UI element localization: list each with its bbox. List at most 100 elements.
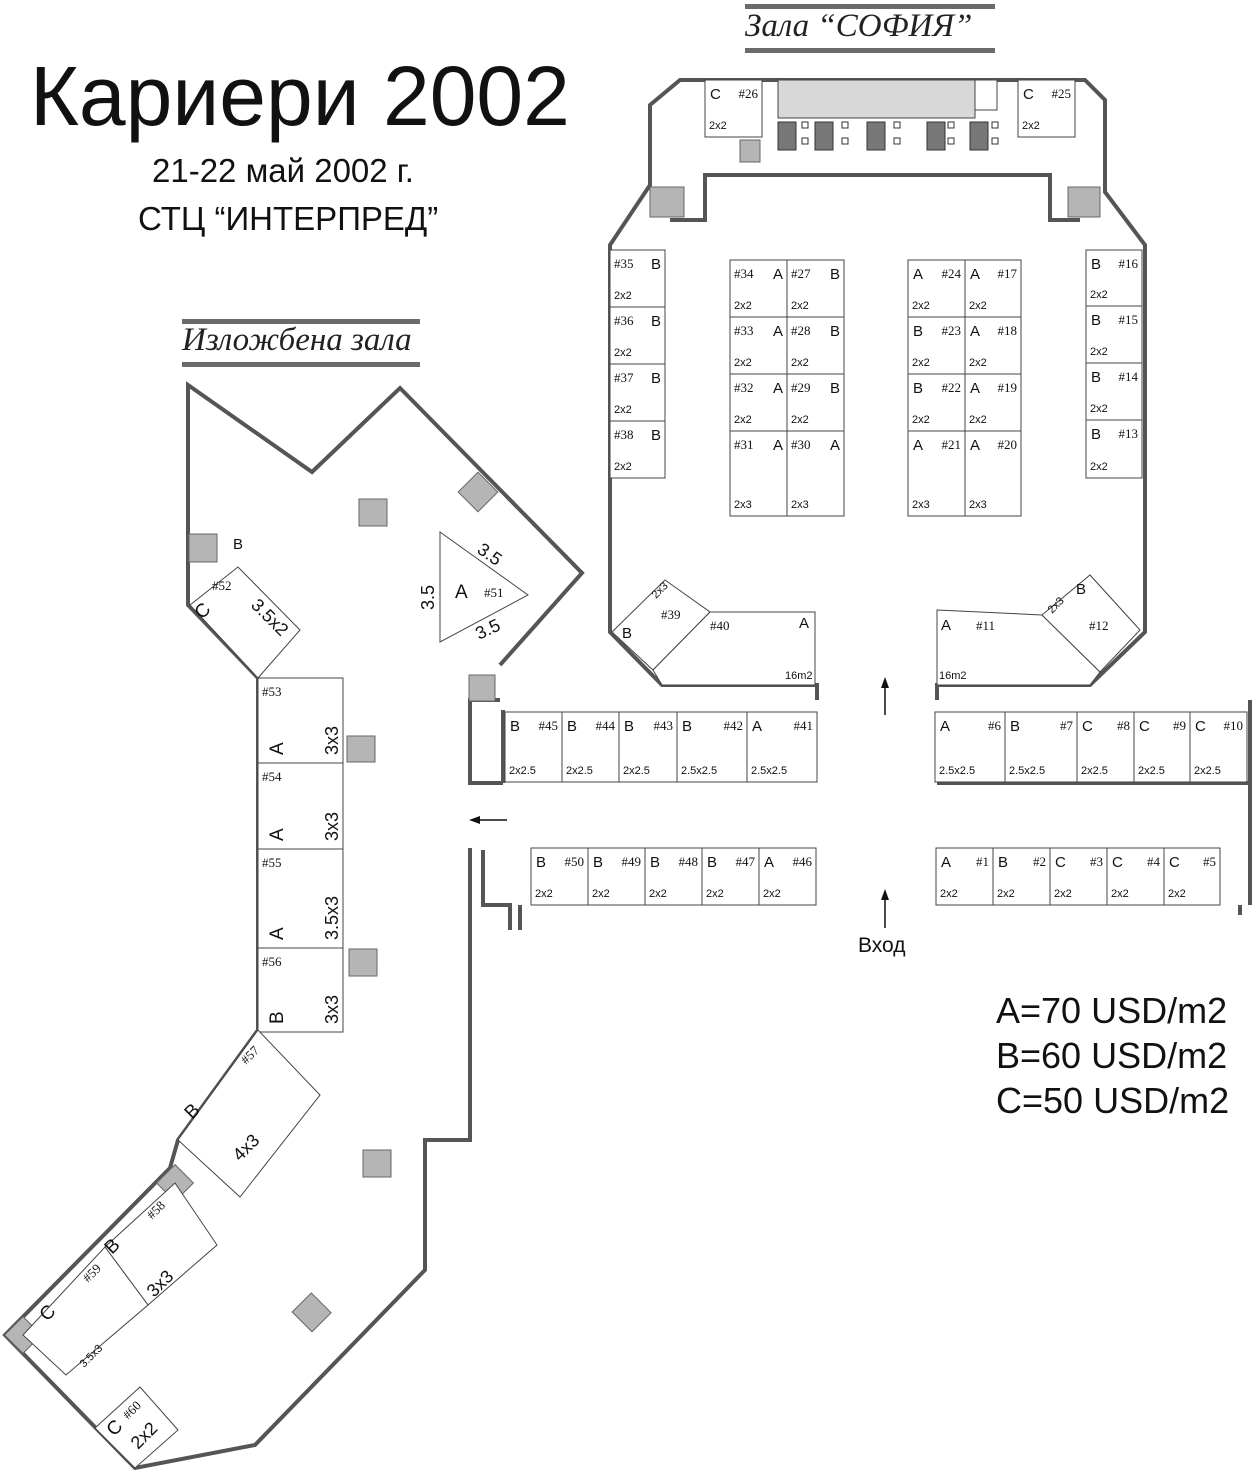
event-venue: СТЦ “ИНТЕРПРЕД” (138, 200, 439, 237)
booth-outline (609, 249, 666, 308)
booth-size: 16m2 (785, 670, 813, 682)
booth-number: #52 (212, 578, 232, 593)
booth-category: C (1082, 718, 1093, 735)
booth-number: #21 (942, 437, 962, 452)
booth-number: #13 (1119, 426, 1139, 441)
pillar (739, 139, 761, 163)
booth-category: B (1091, 426, 1101, 443)
booth-42[interactable]: B#422.5x2.5 (676, 711, 748, 783)
booth-number: #44 (596, 718, 616, 733)
booth-size: 2x2.5 (509, 765, 536, 777)
booth-category: A (764, 854, 774, 871)
booth-category: A (970, 437, 980, 454)
booth-outline (530, 847, 589, 906)
booth-51[interactable]: A#513.53.53.5 (418, 531, 529, 644)
booth-7[interactable]: B#72.5x2.5 (1004, 711, 1078, 783)
booth-52[interactable]: C#523.5x2 (189, 566, 301, 679)
booth-category: B (830, 266, 840, 283)
presidium-chair (814, 121, 834, 151)
price-legend: A=70 USD/m2 B=60 USD/m2 C=50 USD/m2 (996, 988, 1229, 1123)
booth-outline (609, 363, 666, 422)
booth-number: #15 (1119, 312, 1139, 327)
booth-category: B (913, 323, 923, 340)
booth-number: #2 (1033, 854, 1046, 869)
booth-size: 3x3 (322, 812, 342, 841)
booth-size: 2x2 (791, 414, 809, 426)
booth-size: 2x2 (1090, 461, 1108, 473)
stage-cup (991, 121, 999, 129)
booth-number: #11 (976, 618, 995, 633)
booth-category: B (622, 625, 632, 642)
booth-13[interactable]: B #13 2x2 (1085, 419, 1143, 479)
booth-6[interactable]: A#62.5x2.5 (934, 711, 1006, 783)
booth-number: #53 (262, 684, 282, 699)
booth-category: B (651, 427, 661, 444)
booth-number: #24 (942, 266, 962, 281)
booth-number: #31 (734, 437, 754, 452)
booth-number: #5 (1203, 854, 1216, 869)
booth-size: 2.5x2.5 (751, 765, 787, 777)
booth-number: #50 (565, 854, 585, 869)
booth-number: #41 (794, 718, 814, 733)
booth-number: #49 (622, 854, 642, 869)
up-arrow-icon (881, 889, 889, 900)
booth-category: A (773, 437, 783, 454)
pillar (1067, 186, 1101, 218)
booth-41[interactable]: A#412.5x2.5 (746, 711, 818, 783)
booth-category: B (624, 718, 634, 735)
booth-outline (676, 711, 748, 783)
booth-category: A (773, 380, 783, 397)
